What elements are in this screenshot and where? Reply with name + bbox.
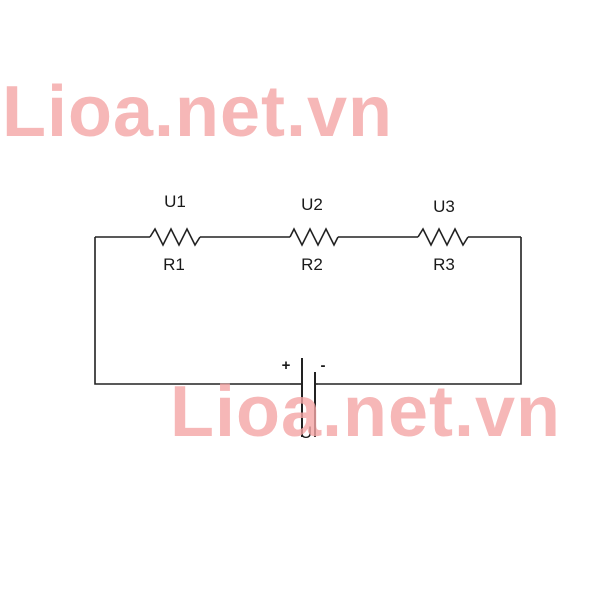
source-voltage-label: U xyxy=(300,423,312,442)
resistor-label-r1: R1 xyxy=(163,255,185,274)
voltage-label-u1: U1 xyxy=(164,192,186,211)
resistor-r2-symbol xyxy=(289,227,339,247)
voltage-label-u2: U2 xyxy=(301,195,323,214)
voltage-label-u3: U3 xyxy=(433,197,455,216)
resistor-label-r2: R2 xyxy=(301,255,323,274)
battery-minus-sign: - xyxy=(321,357,326,374)
wire-right-side xyxy=(318,237,522,385)
resistor-r1-symbol xyxy=(149,227,201,247)
battery-plus-sign: + xyxy=(282,357,291,374)
resistor-r3-symbol xyxy=(417,227,469,247)
resistor-label-r3: R3 xyxy=(433,255,455,274)
wire-left-side xyxy=(94,237,290,385)
